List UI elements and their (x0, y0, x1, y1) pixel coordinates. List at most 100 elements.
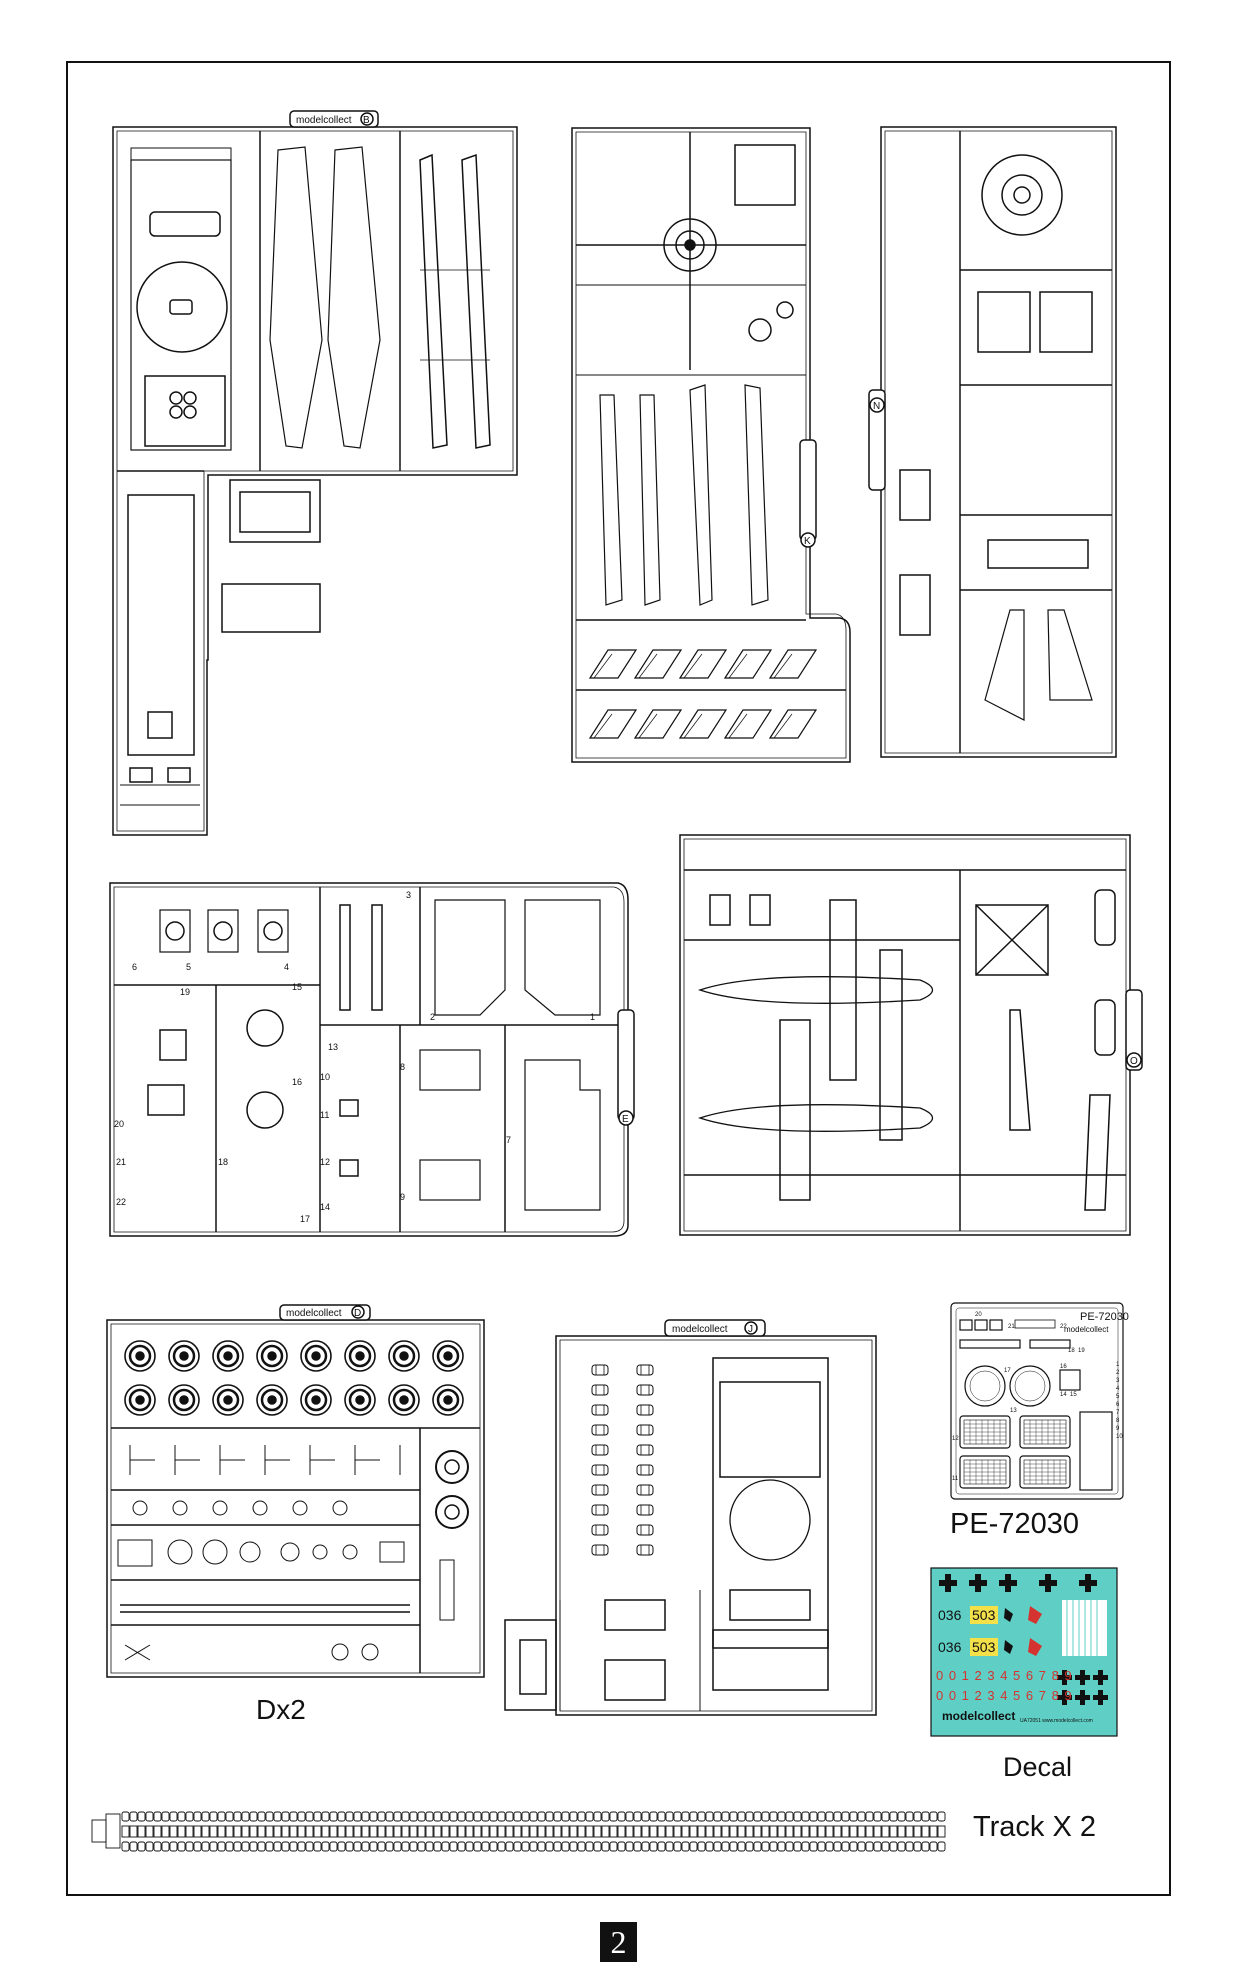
pe-num-8: 8 (1116, 1418, 1120, 1424)
track-link (393, 1841, 402, 1852)
track-link (897, 1811, 906, 1822)
track-link (809, 1825, 818, 1838)
track-link (449, 1811, 458, 1822)
bear-emblem-b (1004, 1640, 1013, 1654)
track-link (129, 1841, 138, 1852)
decal-sheet: 036 503 036 503 0 0 1 2 3 4 5 6 7 8 9 0 … (930, 1567, 1118, 1737)
track-link (753, 1841, 762, 1852)
track-link (905, 1811, 914, 1822)
track-link (153, 1825, 162, 1838)
track-link (849, 1811, 858, 1822)
track-link (913, 1841, 922, 1852)
track-link (353, 1841, 362, 1852)
track-link (529, 1825, 538, 1838)
track-link (817, 1825, 826, 1838)
sprue-e-num-19: 19 (180, 987, 190, 997)
track-link (777, 1825, 786, 1838)
sprue-d-letter: D (354, 1308, 361, 1319)
track-link (817, 1841, 826, 1852)
track-link (665, 1841, 674, 1852)
track-link (537, 1825, 546, 1838)
track-link (281, 1825, 290, 1838)
track-link (409, 1825, 418, 1838)
track-link (441, 1825, 450, 1838)
track-link (745, 1825, 754, 1838)
track-link (185, 1841, 194, 1852)
pe-num-10: 10 (1116, 1434, 1123, 1440)
track-link (425, 1841, 434, 1852)
track-link (257, 1811, 266, 1822)
track-link (169, 1825, 178, 1838)
sprue-e-num-13: 13 (328, 1042, 338, 1052)
track-link (905, 1825, 914, 1838)
track-link (841, 1825, 850, 1838)
sprue-n: N (868, 126, 1117, 758)
track-link (721, 1841, 730, 1852)
sprue-n-letter: N (873, 401, 880, 412)
sprue-e-num-3: 3 (406, 890, 411, 900)
track-link (849, 1841, 858, 1852)
pe-num-1: 1 (1116, 1362, 1120, 1368)
track-link (369, 1841, 378, 1852)
track-link (873, 1811, 882, 1822)
sprue-e-num-12: 12 (320, 1157, 330, 1167)
track-link (121, 1825, 130, 1838)
track-link (225, 1811, 234, 1822)
track-link (161, 1825, 170, 1838)
track-link (481, 1841, 490, 1852)
track-link (721, 1825, 730, 1838)
track-link (561, 1825, 570, 1838)
pe-num-14: 14 (1060, 1392, 1067, 1398)
track-link (817, 1811, 826, 1822)
track-link (889, 1841, 898, 1852)
track-link-columns (591, 1364, 654, 1556)
track-link (417, 1841, 426, 1852)
track-link (545, 1811, 554, 1822)
track-link (305, 1825, 314, 1838)
track-link (273, 1841, 282, 1852)
track-link (761, 1825, 770, 1838)
track-link (873, 1825, 882, 1838)
track-link (345, 1825, 354, 1838)
track-link (153, 1811, 162, 1822)
track-link (729, 1825, 738, 1838)
track-link (409, 1841, 418, 1852)
track-link (865, 1841, 874, 1852)
track-link (121, 1841, 130, 1852)
pe-num-16: 16 (1060, 1364, 1067, 1370)
track-link (425, 1811, 434, 1822)
track-link (585, 1841, 594, 1852)
track-link (625, 1811, 634, 1822)
track-link (641, 1811, 650, 1822)
track-link (353, 1811, 362, 1822)
track-link (889, 1825, 898, 1838)
track-link (929, 1825, 938, 1838)
decal-digits-red-row2: 0 0 1 2 3 4 5 6 7 8 9 (936, 1688, 1073, 1703)
track-link (897, 1841, 906, 1852)
track-link (513, 1841, 522, 1852)
track-link (561, 1841, 570, 1852)
sprue-b: modelcollect B (112, 110, 518, 836)
track-link (929, 1841, 938, 1852)
photo-etch-fret: PE-72030 modelcollect 20 21 22 17 16 14 … (950, 1302, 1129, 1500)
pe-num-15: 15 (1070, 1392, 1077, 1398)
track-link (537, 1811, 546, 1822)
track-link (513, 1825, 522, 1838)
track-link (569, 1825, 578, 1838)
track-link (185, 1811, 194, 1822)
track-link (529, 1811, 538, 1822)
track-link (489, 1811, 498, 1822)
track-link (289, 1841, 298, 1852)
track-link (657, 1811, 666, 1822)
track-link (633, 1811, 642, 1822)
track-link (249, 1825, 258, 1838)
track-link (505, 1841, 514, 1852)
track-link (761, 1811, 770, 1822)
track-link (337, 1825, 346, 1838)
track-link (489, 1841, 498, 1852)
sprue-e-num-5: 5 (186, 962, 191, 972)
track-link (689, 1811, 698, 1822)
track-link (233, 1811, 242, 1822)
pe-num-6: 6 (1116, 1402, 1120, 1408)
